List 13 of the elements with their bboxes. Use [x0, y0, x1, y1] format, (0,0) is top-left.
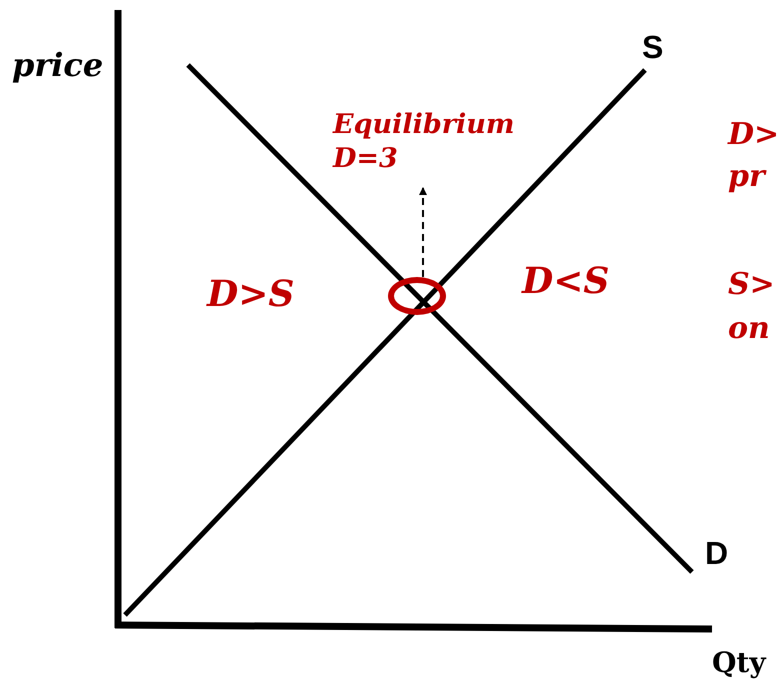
note-text: on — [728, 312, 770, 345]
region-label: D<S — [522, 262, 610, 302]
note-text: S> — [728, 268, 775, 301]
note-text: D> — [728, 118, 780, 151]
arrow — [419, 187, 427, 277]
note-text: pr — [728, 160, 765, 193]
axis-label: price — [12, 48, 104, 84]
equilibrium-label: Equilibrium D=3 — [333, 108, 514, 176]
axis-label: Qty — [712, 648, 766, 679]
curve-label: D — [705, 536, 728, 572]
curve-label: S — [642, 30, 664, 66]
region-label: D>S — [207, 275, 294, 315]
equilibrium-circle — [388, 277, 446, 315]
